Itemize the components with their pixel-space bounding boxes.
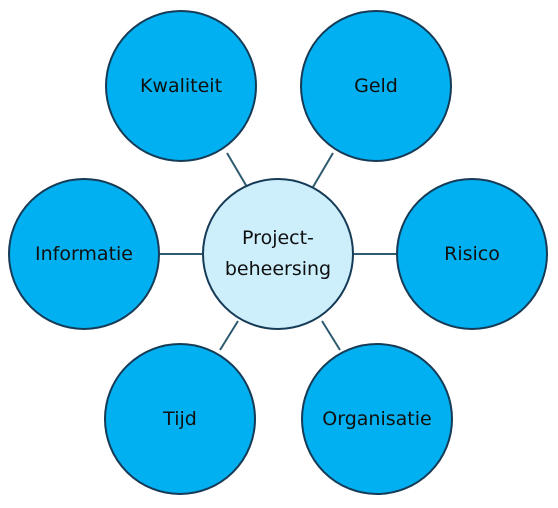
connector-kwaliteit bbox=[226, 152, 248, 188]
node-informatie-label: Informatie bbox=[34, 243, 133, 265]
node-risico-label: Risico bbox=[444, 243, 500, 265]
node-tijd-label: Tijd bbox=[163, 408, 197, 430]
node-risico: Risico bbox=[396, 178, 548, 330]
node-organisatie-label: Organisatie bbox=[322, 408, 432, 430]
node-tijd: Tijd bbox=[104, 343, 256, 495]
connector-organisatie bbox=[321, 320, 341, 351]
center-label-line1: Project- bbox=[242, 227, 314, 249]
center-label-line2: beheersing bbox=[224, 258, 332, 280]
node-kwaliteit: Kwaliteit bbox=[105, 10, 257, 162]
node-geld: Geld bbox=[300, 10, 452, 162]
node-geld-label: Geld bbox=[354, 75, 398, 97]
node-informatie: Informatie bbox=[8, 178, 160, 330]
center-label: Project- beheersing bbox=[225, 223, 331, 285]
connector-tijd bbox=[219, 320, 239, 351]
node-kwaliteit-label: Kwaliteit bbox=[139, 75, 223, 97]
node-organisatie: Organisatie bbox=[301, 343, 453, 495]
connector-geld bbox=[312, 152, 334, 188]
center-node: Project- beheersing bbox=[202, 178, 354, 330]
